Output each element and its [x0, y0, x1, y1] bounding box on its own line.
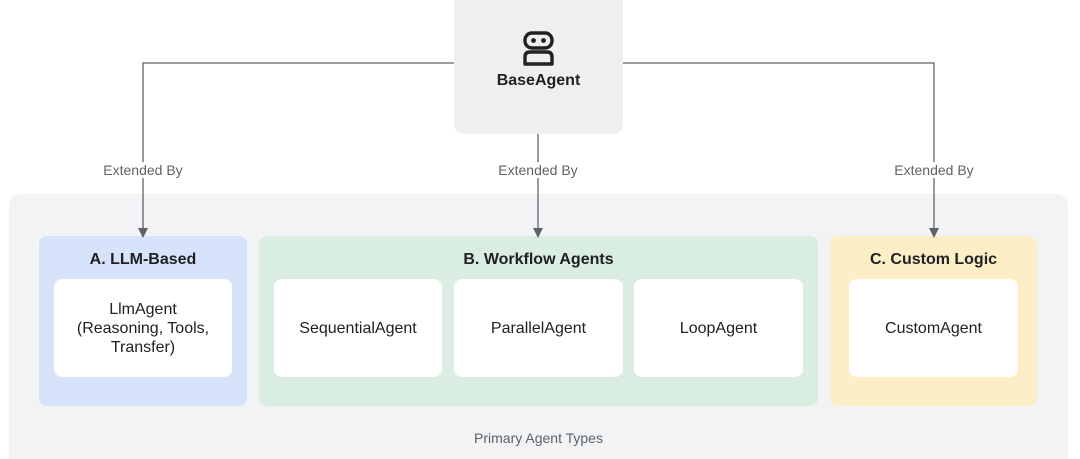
group-title-llm-based: A. LLM-Based [89, 251, 197, 268]
container-label: Primary Agent Types [474, 430, 603, 446]
group-custom-logic: C. Custom Logic CustomAgent [830, 236, 1037, 406]
base-agent-node: BaseAgent [454, 0, 623, 134]
llm-agent-label: LlmAgent (Reasoning, Tools, Transfer) [76, 300, 210, 356]
group-workflow-agents: B. Workflow Agents SequentialAgent Paral… [259, 236, 818, 406]
sequential-agent-label: SequentialAgent [299, 319, 417, 337]
edge-label-middle: Extended By [468, 162, 608, 178]
group-title-custom-logic: C. Custom Logic [869, 251, 998, 268]
group-title-workflow-agents: B. Workflow Agents [463, 251, 614, 268]
loop-agent-label: LoopAgent [679, 319, 758, 337]
parallel-agent-label: ParallelAgent [490, 319, 587, 337]
llm-agent-card: LlmAgent (Reasoning, Tools, Transfer) [54, 279, 232, 377]
robot-icon [523, 31, 554, 66]
edge-label-left: Extended By [73, 162, 213, 178]
base-agent-label: BaseAgent [496, 72, 581, 89]
custom-agent-label: CustomAgent [885, 319, 982, 337]
loop-agent-card: LoopAgent [634, 279, 803, 377]
sequential-agent-card: SequentialAgent [274, 279, 442, 377]
group-llm-based: A. LLM-Based LlmAgent (Reasoning, Tools,… [39, 236, 247, 406]
custom-agent-card: CustomAgent [849, 279, 1018, 377]
parallel-agent-card: ParallelAgent [454, 279, 623, 377]
edge-label-right: Extended By [864, 162, 1004, 178]
